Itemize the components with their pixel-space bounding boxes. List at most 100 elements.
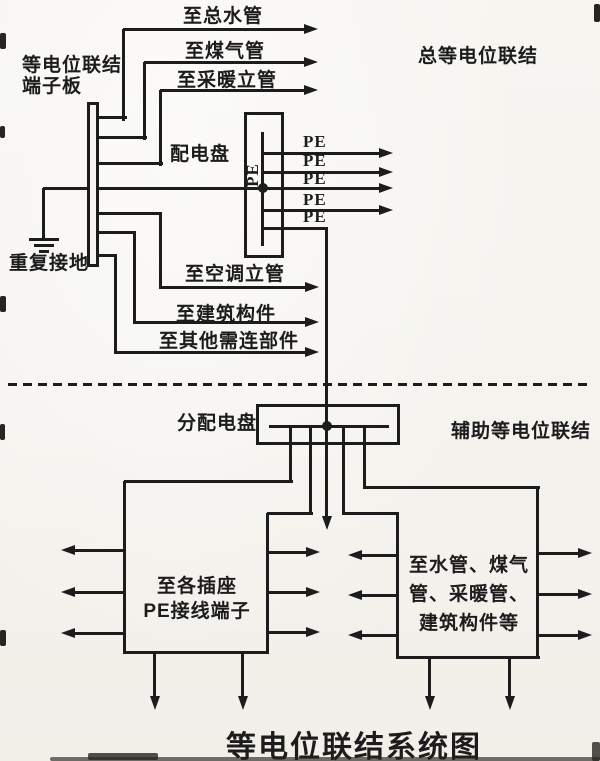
arrowhead bbox=[505, 696, 515, 710]
arrowhead bbox=[61, 628, 75, 638]
wire-segment bbox=[43, 187, 264, 190]
pe-tag-2: PE bbox=[303, 151, 327, 170]
wire-segment bbox=[266, 513, 269, 654]
scan-artifact bbox=[50, 757, 600, 761]
wire-segment bbox=[42, 188, 45, 240]
section-divider-dashed-line bbox=[8, 383, 592, 386]
wire-segment bbox=[262, 187, 380, 190]
label-auxiliary-equipotential-bonding: 辅助等电位联结 bbox=[451, 421, 592, 442]
wire-segment bbox=[267, 551, 307, 554]
scan-artifact bbox=[0, 33, 6, 49]
wire-segment bbox=[114, 255, 117, 354]
arrowhead bbox=[578, 630, 592, 640]
scan-artifact bbox=[88, 753, 158, 760]
wire-segment bbox=[29, 238, 59, 241]
wire-segment bbox=[134, 321, 306, 324]
scan-artifact bbox=[0, 424, 5, 440]
junction-dot bbox=[258, 183, 268, 193]
wire-segment bbox=[122, 29, 125, 121]
wire-segment bbox=[343, 512, 399, 515]
scan-artifact bbox=[0, 126, 5, 138]
pe-tag-1: PE bbox=[303, 132, 327, 151]
arrowhead bbox=[379, 183, 393, 193]
wire-segment bbox=[363, 426, 366, 489]
arrowhead bbox=[61, 545, 75, 555]
label-terminal-board: 等电位联结 端子板 bbox=[22, 55, 123, 97]
arrowhead bbox=[305, 282, 319, 292]
wire-segment bbox=[536, 487, 539, 659]
label-main-equipotential-bonding: 总等电位联结 bbox=[418, 46, 539, 67]
wire-segment bbox=[537, 552, 579, 555]
arrowhead bbox=[379, 205, 393, 215]
wire-segment bbox=[97, 162, 163, 165]
arrowhead bbox=[306, 547, 320, 557]
wire-segment bbox=[361, 594, 398, 597]
wire-segment bbox=[159, 90, 162, 166]
wire-segment bbox=[74, 591, 126, 594]
arrowhead bbox=[306, 587, 320, 597]
arrowhead bbox=[348, 550, 362, 560]
wire-segment bbox=[309, 426, 312, 515]
wire-segment bbox=[342, 426, 345, 515]
label-distribution-board: 配电盘 bbox=[170, 144, 231, 165]
wire-segment bbox=[262, 227, 328, 230]
wire-segment bbox=[115, 351, 306, 354]
arrowhead bbox=[578, 589, 592, 599]
arrowhead bbox=[306, 627, 320, 637]
wire-segment bbox=[144, 61, 305, 64]
wire-segment bbox=[39, 250, 49, 253]
label-to-building-components: 至建筑构件 bbox=[176, 304, 277, 325]
arrowhead bbox=[305, 347, 319, 357]
scan-artifact bbox=[592, 742, 600, 761]
wire-segment bbox=[143, 62, 146, 140]
arrowhead bbox=[425, 696, 435, 710]
wire-segment bbox=[97, 254, 117, 257]
label-right-box-pipes-components: 至水管、煤气 管、采暖管、 建筑构件等 bbox=[408, 555, 529, 634]
wire-segment bbox=[153, 652, 156, 698]
wire-segment bbox=[123, 481, 126, 654]
wire-segment bbox=[364, 486, 540, 489]
label-left-box-sockets-pe-terminals: 至各插座 PE接线端子 bbox=[143, 576, 251, 622]
wire-segment bbox=[97, 136, 147, 139]
arrowhead bbox=[150, 696, 160, 710]
label-to-other-parts: 至其他需连部件 bbox=[159, 331, 300, 352]
wire-segment bbox=[133, 232, 136, 324]
wire-segment bbox=[361, 634, 398, 637]
distribution-board-box bbox=[244, 112, 284, 258]
arrowhead bbox=[348, 590, 362, 600]
label-to-gas-pipe: 至煤气管 bbox=[185, 41, 266, 62]
label-to-heating-riser: 至采暖立管 bbox=[177, 70, 278, 91]
wire-segment bbox=[361, 554, 398, 557]
junction-dot bbox=[322, 421, 332, 431]
wire-segment bbox=[325, 228, 328, 517]
arrowhead bbox=[304, 57, 318, 67]
wire-segment bbox=[397, 656, 540, 659]
arrowhead bbox=[379, 148, 393, 158]
wire-segment bbox=[241, 652, 244, 698]
pe-tag-5: PE bbox=[303, 207, 327, 226]
wire-segment bbox=[267, 512, 313, 515]
wire-segment bbox=[508, 657, 511, 698]
arrowhead bbox=[61, 587, 75, 597]
wire-segment bbox=[262, 171, 380, 174]
pe-tag-busbar: PE bbox=[243, 163, 262, 187]
wire-segment bbox=[262, 152, 380, 155]
wire-segment bbox=[34, 244, 54, 247]
arrowhead bbox=[322, 516, 332, 530]
wire-segment bbox=[537, 593, 579, 596]
arrowhead bbox=[348, 630, 362, 640]
arrowhead bbox=[578, 548, 592, 558]
sub-distribution-board-box bbox=[256, 404, 400, 445]
wire-segment bbox=[396, 513, 399, 659]
arrowhead bbox=[238, 696, 248, 710]
arrowhead bbox=[379, 167, 393, 177]
wire-segment bbox=[267, 591, 307, 594]
wire-segment bbox=[289, 426, 292, 482]
wire-segment bbox=[537, 634, 579, 637]
arrowhead bbox=[305, 317, 319, 327]
wire-segment bbox=[97, 231, 136, 234]
wire-segment bbox=[124, 480, 293, 483]
wire-segment bbox=[124, 651, 269, 654]
wire-segment bbox=[74, 549, 126, 552]
